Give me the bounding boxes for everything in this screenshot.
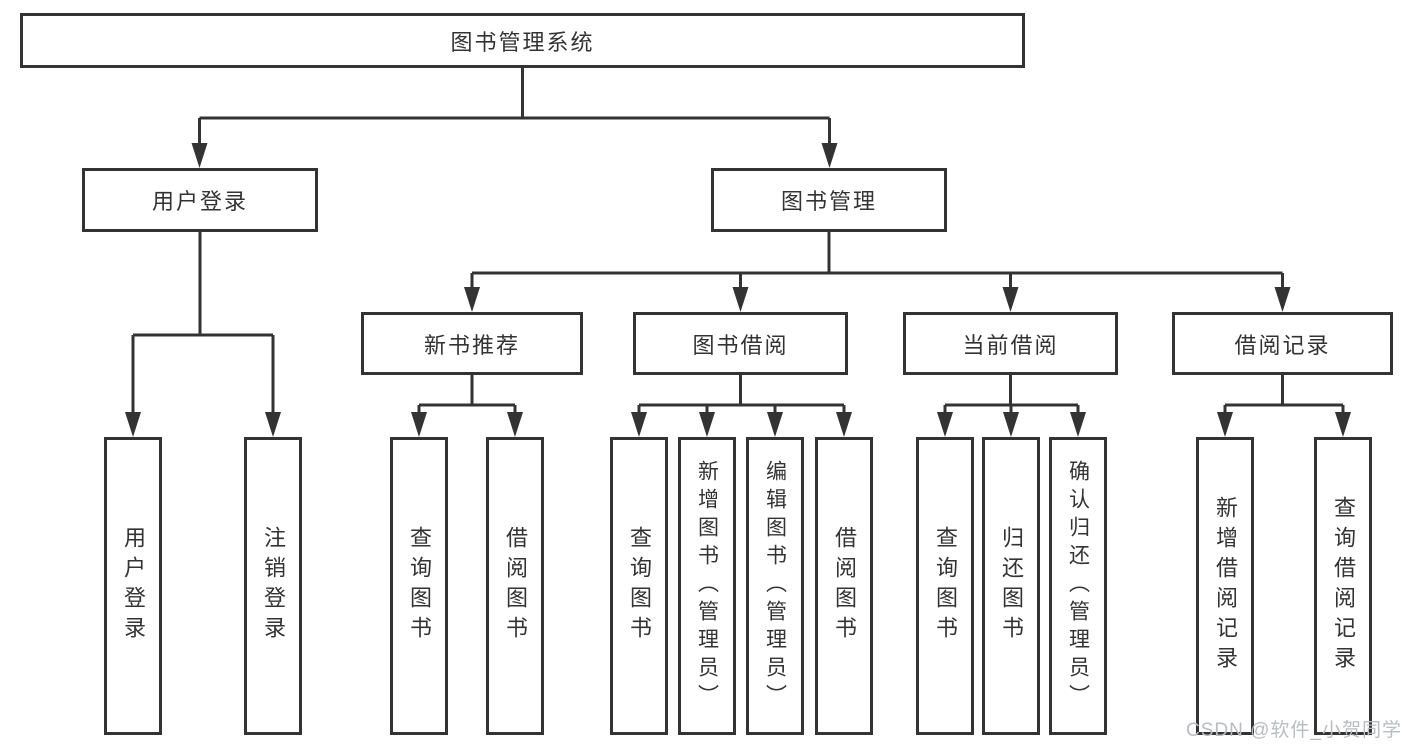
node-current-borrow: 当前借阅 [903, 312, 1118, 375]
node-leaf-logout-label: 注销登录 [261, 526, 286, 646]
node-user-login-label: 用户登录 [151, 189, 248, 214]
node-book-borrow-label: 图书借阅 [692, 332, 789, 358]
node-leaf-query-book-rec: 查询图书 [390, 437, 448, 735]
node-book-borrow: 图书借阅 [633, 312, 848, 375]
node-leaf-confirm-return-admin-label: 确认归还（管理员） [1066, 460, 1090, 712]
node-root-label: 图书管理系统 [450, 29, 595, 55]
connector-book-borrow-branch [637, 374, 846, 415]
node-leaf-return-book-label: 归还图书 [999, 526, 1024, 646]
connector-current-borrow-branch [943, 374, 1080, 415]
node-leaf-add-borrow-record-label: 新增借阅记录 [1213, 496, 1238, 676]
node-leaf-add-book-admin-label: 新增图书（管理员） [695, 460, 719, 712]
node-leaf-query-book-borrow-label: 查询图书 [627, 526, 652, 646]
node-leaf-borrow-book-borrow: 借阅图书 [815, 437, 873, 735]
node-leaf-query-borrow-record: 查询借阅记录 [1314, 437, 1372, 735]
node-leaf-borrow-book-rec-label: 借阅图书 [503, 526, 528, 646]
connector-book-mgmt-branch [470, 231, 1284, 290]
node-leaf-confirm-return-admin: 确认归还（管理员） [1049, 437, 1107, 735]
node-book-mgmt: 图书管理 [711, 168, 947, 232]
node-book-mgmt-label: 图书管理 [780, 189, 877, 214]
node-leaf-borrow-book-rec: 借阅图书 [486, 437, 544, 735]
node-leaf-logout: 注销登录 [244, 437, 302, 735]
node-new-book-rec: 新书推荐 [361, 312, 583, 375]
node-leaf-add-book-admin: 新增图书（管理员） [678, 437, 736, 735]
connector-root-branch [198, 67, 831, 146]
node-user-login: 用户登录 [82, 168, 318, 232]
node-borrow-record-label: 借阅记录 [1234, 332, 1331, 358]
arrowheads [125, 143, 1351, 437]
connector-user-login-branch [131, 231, 275, 415]
node-leaf-add-borrow-record: 新增借阅记录 [1196, 437, 1254, 735]
node-leaf-query-book-borrow: 查询图书 [610, 437, 668, 735]
node-leaf-user-login: 用户登录 [104, 437, 162, 735]
node-leaf-query-borrow-record-label: 查询借阅记录 [1331, 496, 1356, 676]
node-leaf-query-book-current: 查询图书 [916, 437, 974, 735]
node-leaf-borrow-book-borrow-label: 借阅图书 [832, 526, 857, 646]
node-leaf-edit-book-admin-label: 编辑图书（管理员） [763, 460, 787, 712]
node-current-borrow-label: 当前借阅 [962, 332, 1059, 358]
connector-new-book-rec-branch [417, 374, 517, 415]
connector-borrow-record-branch [1223, 374, 1345, 415]
node-new-book-rec-label: 新书推荐 [423, 332, 520, 358]
node-borrow-record: 借阅记录 [1172, 312, 1393, 375]
node-leaf-user-login-label: 用户登录 [121, 526, 146, 646]
node-leaf-query-book-rec-label: 查询图书 [407, 526, 432, 646]
node-root: 图书管理系统 [20, 13, 1025, 68]
node-leaf-return-book: 归还图书 [982, 437, 1040, 735]
node-leaf-edit-book-admin: 编辑图书（管理员） [746, 437, 804, 735]
node-leaf-query-book-current-label: 查询图书 [933, 526, 958, 646]
csdn-watermark: CSDN @软件_小贺同学 [1186, 720, 1402, 741]
